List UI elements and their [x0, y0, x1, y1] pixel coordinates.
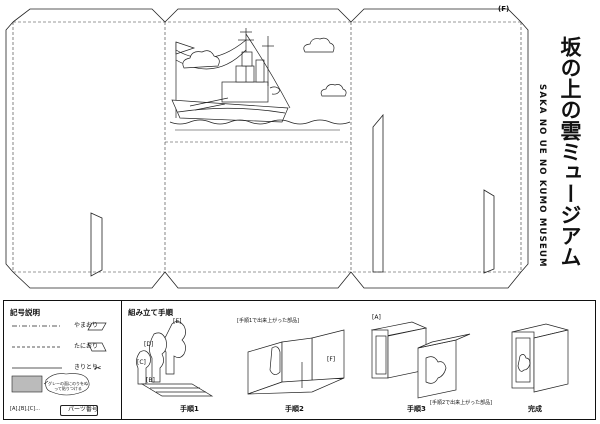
step2-label: 手順2 [285, 405, 304, 413]
svg-text:✂: ✂ [94, 364, 102, 374]
panel-outline [5, 8, 529, 289]
museum-name-en: SAKA NO UE NO KUMO MUSEUM [537, 84, 547, 268]
legend-part-number-label: パーツ番号 [68, 406, 98, 413]
museum-name-jp: 坂の上の雲ミュージアム [558, 36, 582, 267]
cloud-illustrations [182, 37, 347, 97]
legend-title: 記号説明 [10, 308, 40, 317]
legend-cut-label: きりとり [74, 364, 99, 371]
assembly-label-a: [A] [372, 314, 381, 321]
step1-part-c [136, 350, 151, 385]
step1-part-b [140, 383, 214, 397]
assembly-label-e: [E] [173, 318, 182, 325]
battleship-illustration [169, 28, 351, 131]
assembly-label-d: [D] [144, 341, 154, 348]
assembly-step1-note: [手順1で出来上がった部品] [237, 318, 300, 324]
step1-part-d [149, 332, 167, 383]
legend-part-box [60, 405, 98, 416]
assembly-step2-note: [手順2で出来上がった部品] [430, 400, 493, 406]
legend-mountain-fold-label: やまおり [74, 322, 99, 329]
legend-valley-fold-label: たにおり [74, 343, 99, 350]
fold-lines [12, 21, 522, 273]
legend-glue-note: グレーの面にのりをぬって貼りつける [48, 381, 88, 391]
instructions-panel [3, 300, 596, 420]
assembly-title: 組み立て手順 [128, 308, 173, 317]
assembly-label-b: [B] [146, 377, 155, 384]
assembly-label-c: [C] [137, 359, 146, 366]
template-sheet [5, 8, 529, 289]
instructions-divider [121, 300, 122, 420]
legend-part-label: [A],[B],[C]... [10, 406, 40, 412]
legend-symbols: ✂ [11, 322, 107, 396]
corner-mark: (F) [498, 5, 510, 13]
complete-label: 完成 [528, 405, 542, 413]
step3-label: 手順3 [407, 405, 426, 413]
step1-label: 手順1 [180, 405, 199, 413]
assembly-diagrams [136, 321, 569, 399]
assembly-label-f: [F] [327, 356, 336, 363]
slot-tabs [90, 113, 495, 277]
